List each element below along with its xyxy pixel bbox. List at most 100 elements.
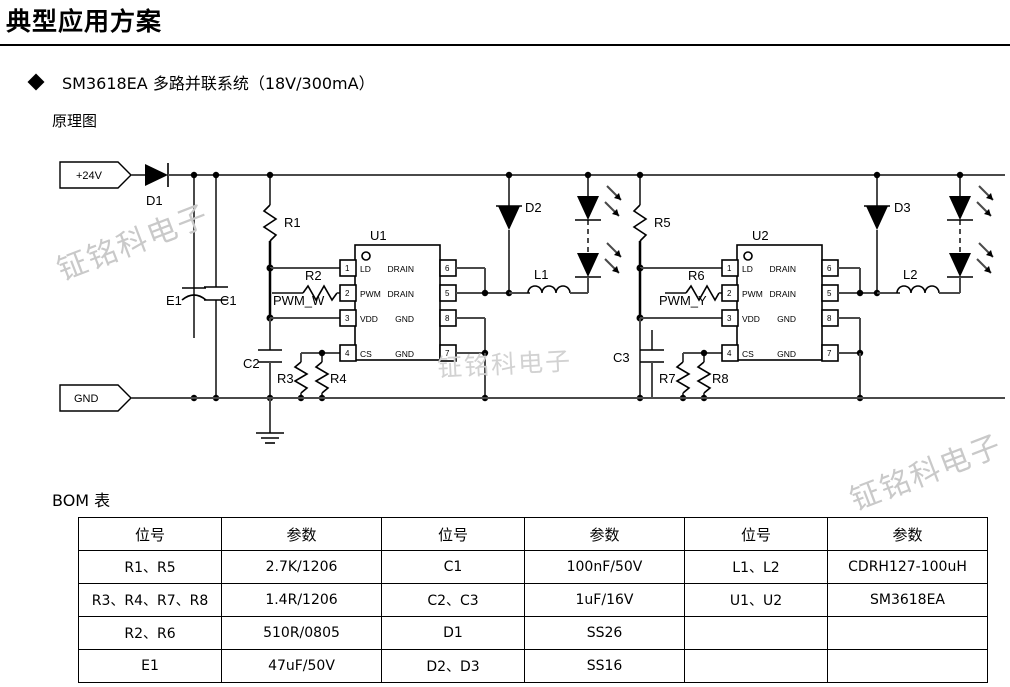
u1-pin7-num: 7 [445, 349, 450, 358]
bom-cell: L1、L2 [684, 550, 828, 584]
ic-u1-label: U1 [370, 228, 387, 243]
circuit-schematic: .w { stroke:#4a4a4a; stroke-width:2; fil… [0, 150, 1010, 460]
u2-pin5-num: 5 [827, 289, 832, 298]
u1-pin7-name: GND [395, 349, 414, 359]
bom-cell [827, 649, 988, 683]
u1-drain-net [456, 267, 530, 297]
inductor-l1-label: L1 [534, 267, 548, 282]
u2-pin2-name: PWM [742, 289, 763, 299]
title-divider [0, 44, 1010, 46]
capacitor-c3: C3 [613, 330, 664, 398]
u1-pin5-num: 5 [445, 289, 450, 298]
bom-cell: 47uF/50V [221, 649, 382, 683]
ic-u2: U2 1 LD 2 PWM 3 VDD 4 CS 6 DRAIN 5 DRAIN [721, 228, 839, 362]
u2-pin6-name: DRAIN [770, 264, 796, 274]
bom-cell: D2、D3 [381, 649, 525, 683]
table-row: R3、R4、R7、R8 1.4R/1206 C2、C3 1uF/16V U1、U… [78, 583, 988, 617]
u2-pin4-num: 4 [727, 349, 732, 358]
diode-d2-label: D2 [525, 200, 542, 215]
bom-cell: E1 [78, 649, 222, 683]
diode-d1: D1 [131, 163, 270, 208]
u2-pin7-name: GND [777, 349, 796, 359]
ic-u2-label: U2 [752, 228, 769, 243]
bom-cell [684, 649, 828, 683]
bom-cell: C2、C3 [381, 583, 525, 617]
table-row: R1、R5 2.7K/1206 C1 100nF/50V L1、L2 CDRH1… [78, 550, 988, 584]
bom-cell [827, 616, 988, 650]
u1-ld-net [266, 264, 340, 322]
bom-cell: SS26 [524, 616, 685, 650]
u2-pin2-num: 2 [727, 289, 732, 298]
bom-cell: 2.7K/1206 [221, 550, 382, 584]
pwm-w-label: PWM_W [273, 293, 325, 308]
u1-pin4-name: CS [360, 349, 372, 359]
capacitor-e1: E1 [166, 171, 207, 402]
u1-gnd-net [456, 317, 489, 402]
capacitor-e1-label: E1 [166, 293, 182, 308]
bom-heading: BOM 表 [52, 491, 111, 510]
port-vin-label: +24V [76, 170, 103, 182]
bom-cell: R1、R5 [78, 550, 222, 584]
bom-header-cell: 参数 [827, 517, 988, 551]
u2-drain-net [838, 267, 900, 297]
bom-cell: 100nF/50V [524, 550, 685, 584]
u2-pin7-num: 7 [827, 349, 832, 358]
u1-pin1-num: 1 [345, 264, 350, 273]
u1-pin5-name: DRAIN [388, 289, 414, 299]
bom-header-cell: 位号 [78, 517, 222, 551]
u1-pin2-name: PWM [360, 289, 381, 299]
bom-cell: R2、R6 [78, 616, 222, 650]
bom-cell: R3、R4、R7、R8 [78, 583, 222, 617]
table-row: R2、R6 510R/0805 D1 SS26 [78, 616, 988, 650]
capacitor-c1: C1 [204, 171, 237, 402]
bom-cell: 510R/0805 [221, 616, 382, 650]
u2-pin8-num: 8 [827, 314, 832, 323]
resistor-r7-label: R7 [659, 371, 676, 386]
bom-table: 位号 参数 位号 参数 位号 参数 R1、R5 2.7K/1206 C1 100… [78, 517, 988, 683]
u2-pin6-num: 6 [827, 264, 832, 273]
resistor-r5: R5 [632, 171, 671, 268]
led-string-2 [947, 171, 994, 293]
diode-d3-label: D3 [894, 200, 911, 215]
resistor-r6-label: R6 [688, 268, 705, 283]
bom-cell: 1uF/16V [524, 583, 685, 617]
resistor-r4-label: R4 [330, 371, 347, 386]
u1-pin2-num: 2 [345, 289, 350, 298]
earth-ground-icon [256, 398, 284, 444]
diode-d1-label: D1 [146, 193, 163, 208]
bom-header-cell: 位号 [381, 517, 525, 551]
u2-pin1-num: 1 [727, 264, 732, 273]
u2-pin8-name: GND [777, 314, 796, 324]
u1-pin8-num: 8 [445, 314, 450, 323]
u2-pin3-name: VDD [742, 314, 760, 324]
diode-d3: D3 [864, 171, 911, 297]
u1-pin6-num: 6 [445, 264, 450, 273]
page-title: 典型应用方案 [6, 7, 163, 36]
resistor-r8: R8 [696, 353, 729, 402]
u2-pin4-name: CS [742, 349, 754, 359]
pwm-y-net: PWM_Y R6 [659, 268, 722, 308]
bom-cell: C1 [381, 550, 525, 584]
bom-cell: U1、U2 [684, 583, 828, 617]
diamond-bullet-icon [27, 73, 45, 91]
bom-header-cell: 参数 [524, 517, 685, 551]
u1-pin8-name: GND [395, 314, 414, 324]
resistor-r7: R7 [659, 353, 691, 402]
bom-cell: 1.4R/1206 [221, 583, 382, 617]
resistor-r3-label: R3 [277, 371, 294, 386]
resistor-r2-label: R2 [305, 268, 322, 283]
pwm-w-net: PWM_W R2 [272, 268, 340, 308]
inductor-l2: L2 [877, 267, 960, 294]
capacitor-c3-label: C3 [613, 350, 630, 365]
bom-header-cell: 位号 [684, 517, 828, 551]
capacitor-c1-label: C1 [220, 293, 237, 308]
u1-pin3-num: 3 [345, 314, 350, 323]
u2-pin3-num: 3 [727, 314, 732, 323]
resistor-r1: R1 [262, 171, 301, 268]
u1-pin3-name: VDD [360, 314, 378, 324]
port-gnd-label: GND [74, 393, 99, 405]
u1-pin4-num: 4 [345, 349, 350, 358]
pwm-y-label: PWM_Y [659, 293, 707, 308]
u1-pin1-name: LD [360, 264, 371, 274]
bom-cell: SM3618EA [827, 583, 988, 617]
